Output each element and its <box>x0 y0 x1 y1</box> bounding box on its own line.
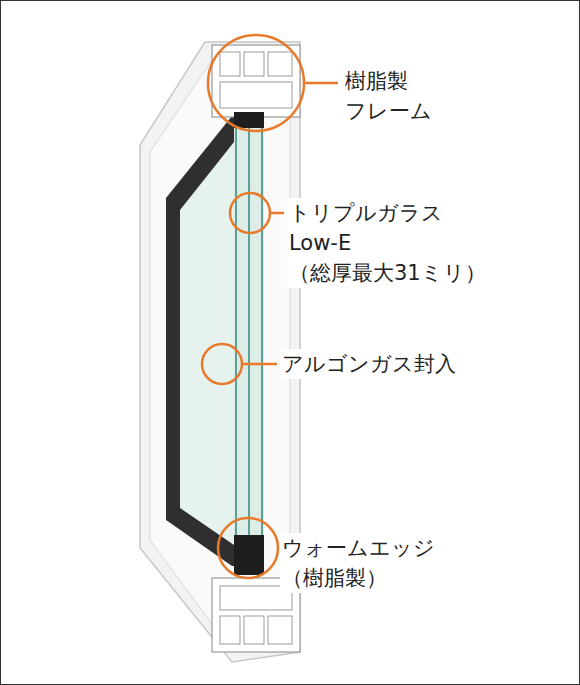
callout-label: アルゴンガス封入 <box>280 349 458 379</box>
callout-label: トリプルガラス Low-E （総厚最大31ミリ） <box>287 198 488 288</box>
callout-label: 樹脂製 フレーム <box>343 66 434 126</box>
callout-label: ウォームエッジ （樹脂製） <box>280 533 437 593</box>
